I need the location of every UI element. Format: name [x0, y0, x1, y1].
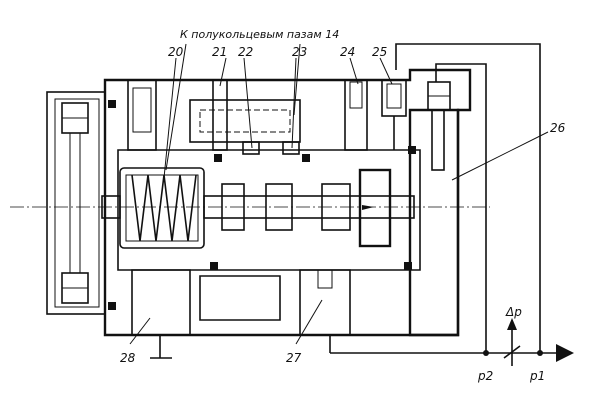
label-25: 25 — [372, 45, 387, 59]
leader-lines — [129, 43, 549, 345]
label-23: 23 — [292, 45, 307, 59]
left-flange — [46, 91, 106, 315]
label-24: 24 — [340, 45, 355, 59]
label-20: 20 — [168, 45, 184, 59]
label-26: 26 — [550, 121, 566, 135]
label-21: 21 — [212, 45, 227, 59]
label-27: 27 — [286, 351, 302, 365]
valve-housing — [103, 68, 472, 359]
label-delta-p: Δp — [505, 305, 522, 319]
label-p2: p2 — [477, 369, 493, 383]
label-22: 22 — [238, 45, 253, 59]
label-p1: p1 — [529, 369, 545, 383]
caption-text: К полукольцевым пазам 14 — [180, 28, 339, 41]
label-28: 28 — [120, 351, 136, 365]
pressure-lines — [329, 43, 574, 366]
